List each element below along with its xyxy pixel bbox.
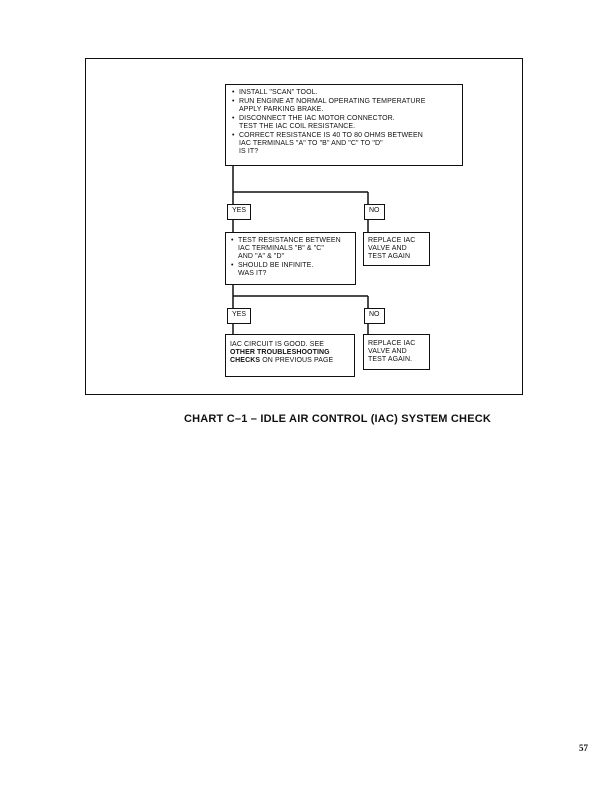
- replace-iac-line: VALVE AND: [368, 245, 407, 252]
- previous-page-text: ON PREVIOUS PAGE: [260, 357, 334, 364]
- branch1-no-label: NO: [364, 204, 385, 220]
- start-step-line: DISCONNECT THE IAC MOTOR CONNECTOR.: [239, 115, 395, 122]
- page-number: 57: [579, 743, 588, 753]
- resistance-test-line: AND "A" & "D": [238, 253, 285, 260]
- start-step-item: DISCONNECT THE IAC MOTOR CONNECTOR. TEST…: [231, 115, 457, 131]
- other-troubleshooting-text: OTHER TROUBLESHOOTING: [230, 349, 330, 356]
- resistance-test-line: WAS IT?: [238, 270, 267, 277]
- circuit-good-box: IAC CIRCUIT IS GOOD. SEE OTHER TROUBLESH…: [225, 334, 355, 377]
- branch1-yes-label: YES: [227, 204, 252, 220]
- replace-iac-line: REPLACE IAC: [368, 340, 416, 347]
- replace-iac-line: TEST AGAIN.: [368, 356, 413, 363]
- start-step-line: IS IT?: [239, 148, 259, 155]
- resistance-test-item: TEST RESISTANCE BETWEEN IAC TERMINALS "B…: [230, 237, 351, 261]
- start-step-item: INSTALL "SCAN" TOOL.: [231, 89, 457, 97]
- replace-iac-box-1: REPLACE IAC VALVE AND TEST AGAIN: [363, 232, 430, 266]
- checks-text: CHECKS: [230, 357, 261, 364]
- chart-caption: CHART C–1 – IDLE AIR CONTROL (IAC) SYSTE…: [183, 413, 492, 425]
- replace-iac-line: VALVE AND: [368, 348, 407, 355]
- start-step-list: INSTALL "SCAN" TOOL. RUN ENGINE AT NORMA…: [231, 89, 457, 156]
- start-step-item: RUN ENGINE AT NORMAL OPERATING TEMPERATU…: [231, 98, 457, 114]
- replace-iac-line: TEST AGAIN: [368, 253, 411, 260]
- resistance-test-line: TEST RESISTANCE BETWEEN: [238, 237, 341, 244]
- start-step-line: RUN ENGINE AT NORMAL OPERATING TEMPERATU…: [239, 98, 426, 105]
- branch2-no-label: NO: [364, 308, 385, 324]
- branch2-yes-label: YES: [227, 308, 252, 324]
- replace-iac-box-2: REPLACE IAC VALVE AND TEST AGAIN.: [363, 334, 430, 370]
- start-step-line: CORRECT RESISTANCE IS 40 TO 80 OHMS BETW…: [239, 132, 423, 139]
- resistance-test-box: TEST RESISTANCE BETWEEN IAC TERMINALS "B…: [225, 232, 356, 285]
- resistance-test-line: IAC TERMINALS "B" & "C": [238, 245, 325, 252]
- start-step-item: CORRECT RESISTANCE IS 40 TO 80 OHMS BETW…: [231, 132, 457, 156]
- start-step-box: INSTALL "SCAN" TOOL. RUN ENGINE AT NORMA…: [225, 84, 463, 166]
- resistance-test-item: SHOULD BE INFINITE. WAS IT?: [230, 262, 351, 278]
- circuit-good-line-mixed: CHECKS ON PREVIOUS PAGE: [230, 357, 350, 365]
- resistance-test-line: SHOULD BE INFINITE.: [238, 262, 314, 269]
- start-step-line: TEST THE IAC COIL RESISTANCE.: [239, 123, 356, 130]
- circuit-good-line-bold: OTHER TROUBLESHOOTING: [230, 349, 350, 357]
- chart-frame: [85, 58, 523, 395]
- circuit-good-line: IAC CIRCUIT IS GOOD. SEE: [230, 341, 325, 348]
- start-step-line: INSTALL "SCAN" TOOL.: [239, 89, 318, 96]
- start-step-line: APPLY PARKING BRAKE.: [239, 106, 324, 113]
- replace-iac-line: REPLACE IAC: [368, 237, 416, 244]
- resistance-test-list: TEST RESISTANCE BETWEEN IAC TERMINALS "B…: [230, 237, 351, 278]
- start-step-line: IAC TERMINALS "A" TO "B" AND "C" TO "D": [239, 140, 383, 147]
